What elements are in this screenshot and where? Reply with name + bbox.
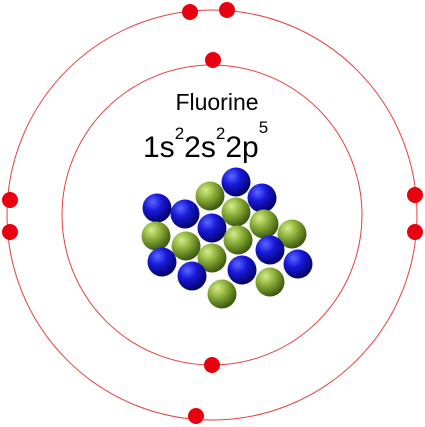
electron-shell2 bbox=[407, 187, 423, 203]
neutron bbox=[249, 209, 279, 239]
config-1s: 1s bbox=[143, 131, 175, 164]
config-2p: 2p bbox=[225, 131, 258, 164]
neutron bbox=[221, 197, 251, 227]
neutron bbox=[141, 221, 171, 251]
config-2s-exponent: 2 bbox=[216, 124, 225, 143]
proton bbox=[197, 213, 227, 243]
neutron bbox=[223, 225, 253, 255]
proton bbox=[142, 193, 172, 223]
proton bbox=[227, 255, 257, 285]
proton bbox=[170, 199, 200, 229]
electron-shell2 bbox=[2, 192, 18, 208]
config-2p-exponent: 5 bbox=[259, 118, 268, 137]
config-2s: 2s bbox=[184, 131, 216, 164]
neutron bbox=[207, 279, 237, 309]
proton bbox=[283, 249, 313, 279]
electron-shell2 bbox=[407, 224, 423, 240]
neutron bbox=[195, 181, 225, 211]
neutron bbox=[277, 219, 307, 249]
electron-shell2 bbox=[219, 2, 235, 18]
proton bbox=[247, 183, 277, 213]
config-1s-exponent: 2 bbox=[175, 124, 184, 143]
electron-shell2 bbox=[182, 4, 198, 20]
electron-shell2 bbox=[188, 408, 204, 424]
proton bbox=[221, 167, 251, 197]
electrons bbox=[2, 2, 423, 424]
neutron bbox=[255, 267, 285, 297]
outer-orbit bbox=[6, 9, 418, 421]
neutron bbox=[197, 243, 227, 273]
electron-configuration: 1s22s22p5 bbox=[143, 118, 268, 164]
proton bbox=[177, 261, 207, 291]
proton bbox=[255, 235, 285, 265]
neutron bbox=[171, 231, 201, 261]
electron-shell2 bbox=[2, 224, 18, 240]
nucleus bbox=[141, 167, 313, 309]
electron-shell1 bbox=[205, 52, 221, 68]
proton bbox=[147, 247, 177, 277]
electron-shell1 bbox=[204, 357, 220, 373]
element-name: Fluorine bbox=[175, 89, 258, 115]
